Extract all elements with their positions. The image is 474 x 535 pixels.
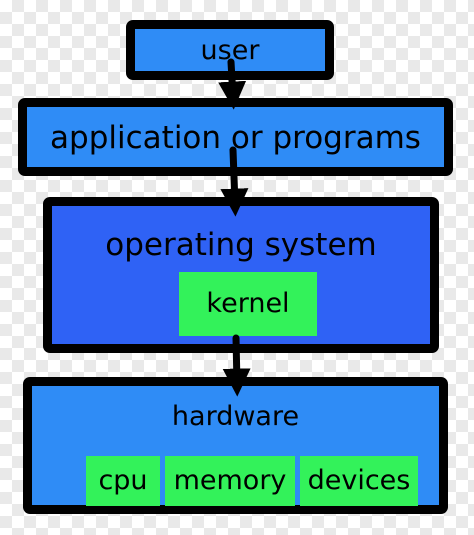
cpu-chip: cpu	[86, 456, 160, 506]
operating-system-box: operating system kernel	[43, 197, 439, 353]
application-label: application or programs	[50, 120, 421, 156]
hardware-box: hardware cpu memory devices	[23, 377, 448, 514]
hardware-label: hardware	[171, 401, 300, 432]
kernel-chip: kernel	[179, 272, 317, 336]
application-box: application or programs	[18, 98, 453, 176]
user-box: user	[126, 20, 334, 80]
operating-system-label: operating system	[105, 227, 377, 263]
memory-chip: memory	[165, 456, 295, 506]
devices-chip: devices	[300, 456, 418, 506]
user-label: user	[200, 35, 260, 66]
